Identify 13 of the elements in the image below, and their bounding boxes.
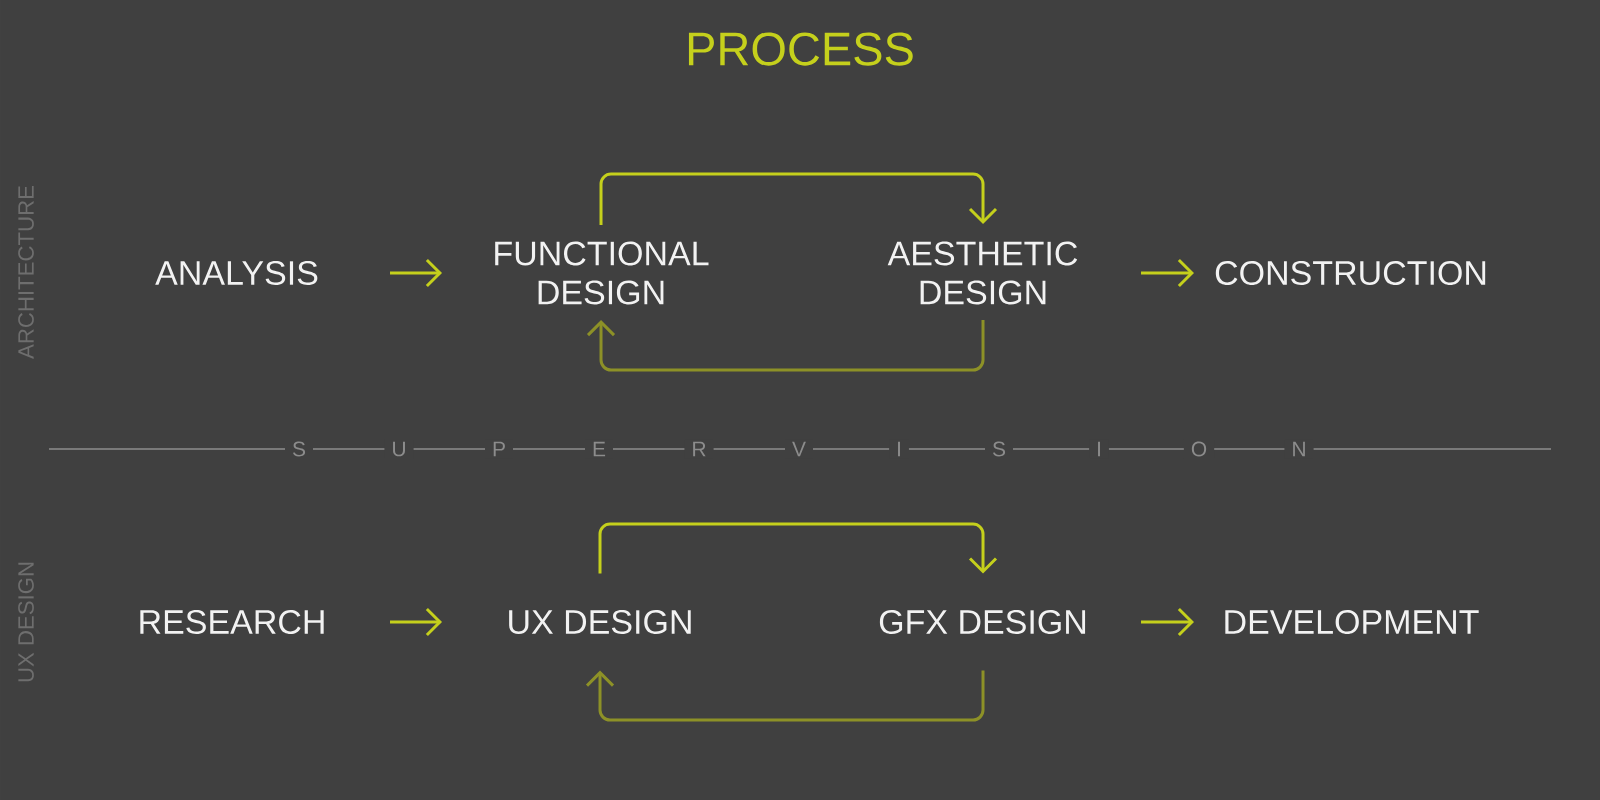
process-step: GFX DESIGN <box>879 609 1086 635</box>
loop-arrow <box>598 522 998 574</box>
loop-arrow <box>586 319 985 372</box>
process-step: RESEARCH <box>140 609 324 635</box>
loop-arrow <box>599 172 998 226</box>
process-step: AESTHETIC DESIGN <box>887 241 1078 305</box>
process-step: UX DESIGN <box>509 609 691 635</box>
process-step: FUNCTIONAL DESIGN <box>495 241 709 305</box>
process-step: ANALYSIS <box>155 260 318 286</box>
loop-arrow <box>585 670 985 722</box>
process-step: CONSTRUCTION <box>1215 260 1486 286</box>
title: PROCESS <box>688 32 913 66</box>
process-step: DEVELOPMENT <box>1225 609 1479 635</box>
